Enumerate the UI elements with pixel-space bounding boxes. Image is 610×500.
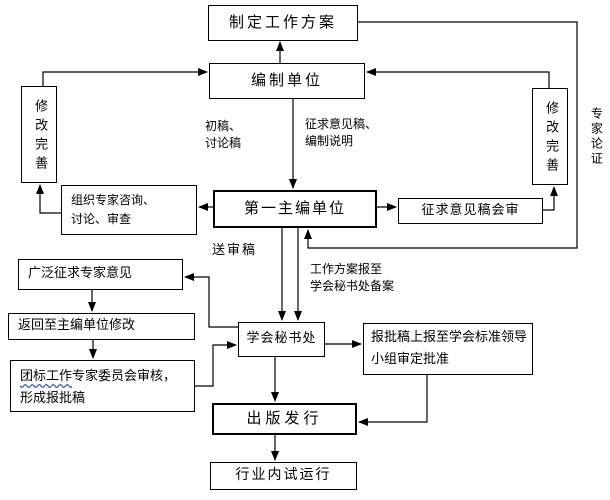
broad-comments-box: 广泛征求专家意见 [18, 259, 183, 290]
draft-edge-label: 初稿、 讨论稿 [205, 119, 242, 151]
edge-revise-right-to-compile [366, 68, 550, 88]
edge-revise-left-to-compile [42, 68, 208, 86]
edge-plan-to-chief-loop [304, 21, 578, 249]
committee-flagged-term: 团标工作 [20, 369, 73, 384]
approval-submit-box: 报批稿上报至学会标准领导 小组审定批准 [363, 323, 533, 375]
edge-review-to-revise-right [543, 186, 558, 211]
edge-committee-to-secretariat [195, 341, 237, 387]
consult-box: 组织专家咨询、 讨论、审查 [61, 185, 197, 235]
chief-editor-box: 第一主编单位 [213, 190, 377, 228]
revise-left-box: 修改完善 [21, 86, 57, 183]
edge-approval-to-publish [358, 375, 428, 426]
expert-demo-label: 专家论证 [589, 107, 604, 167]
return-modify-box: 返回至主编单位修改 [8, 313, 195, 340]
workplan-filing-label: 工作方案报至 学会秘书处备案 [310, 262, 395, 294]
committee-review-box: 团标工作专家委员会审核， 形成报批稿 [10, 360, 195, 412]
secretariat-box: 学会秘书处 [238, 322, 325, 357]
comment-review-box: 征求意见稿会审 [398, 198, 543, 224]
edge-consult-to-revise-left [36, 184, 61, 214]
publish-box: 出版发行 [212, 403, 357, 435]
trial-run-box: 行业内试运行 [210, 462, 357, 490]
committee-review-text: 团标工作专家委员会审核， 形成报批稿 [20, 366, 176, 410]
revise-right-box: 修改完善 [532, 88, 568, 185]
comment-draft-edge-label: 征求意见稿、 编制说明 [305, 117, 378, 149]
plan-box: 制定工作方案 [208, 5, 358, 41]
committee-rest-text: 专家委员会审核， 形成报批稿 [20, 369, 177, 407]
edge-secretariat-to-broad [184, 273, 238, 328]
compile-unit-box: 编制单位 [209, 63, 365, 99]
submit-draft-label: 送审稿 [212, 243, 258, 258]
